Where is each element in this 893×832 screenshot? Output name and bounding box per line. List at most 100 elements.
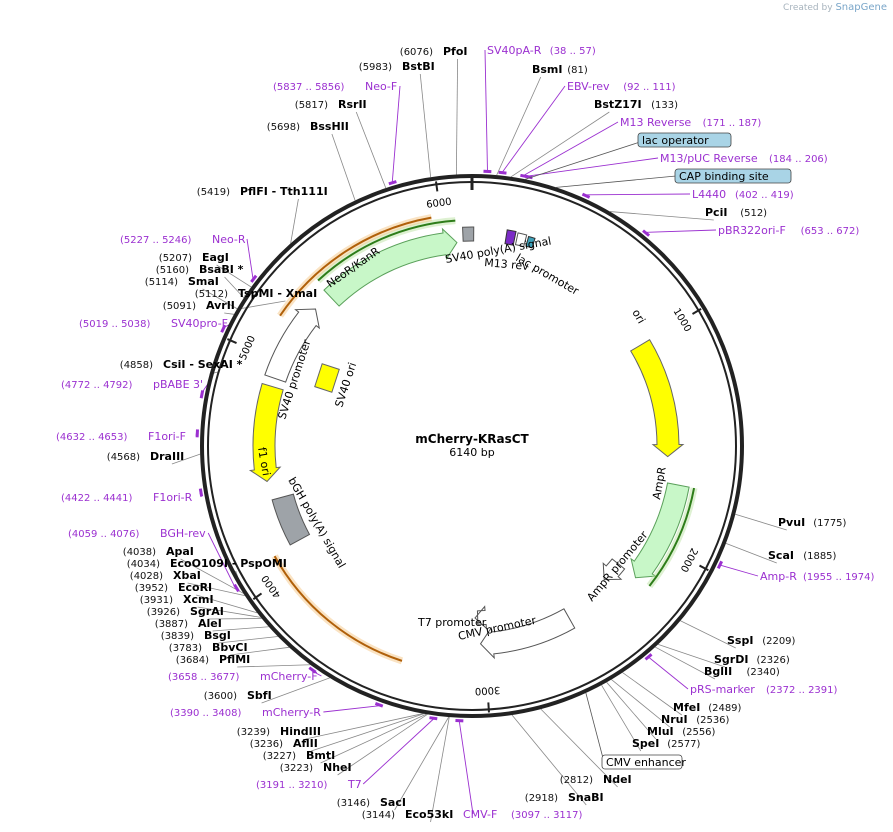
ampr-arrow	[630, 482, 690, 579]
box-leader-2	[585, 692, 605, 763]
tick-1000	[691, 307, 702, 315]
f1-ori-arrow	[248, 382, 284, 483]
primer-leader-neo-f	[391, 85, 401, 182]
site-coord: (3926)	[147, 607, 180, 618]
primer-mark-mcherry-r	[374, 702, 384, 708]
primer-label-t7: (3191 .. 3210)T7	[256, 778, 362, 791]
site-name: BstBI	[402, 60, 435, 73]
primer-range: (3658 .. 3677)	[168, 672, 240, 683]
ori-arrow	[630, 338, 685, 458]
site-coord: (2918)	[525, 793, 558, 804]
site-leader-bstbi	[419, 73, 432, 178]
site-label-pfoi: (6076)PfoI	[400, 45, 468, 58]
site-coord: (3227)	[263, 751, 296, 762]
site-leader-rsrii	[355, 111, 387, 189]
site-name: BsgI	[204, 629, 231, 642]
plasmid-length: 6140 bp	[449, 446, 494, 459]
site-coord: (5114)	[145, 277, 178, 288]
site-coord: (512)	[740, 208, 767, 219]
site-leader-xcmi	[197, 606, 261, 618]
primer-label-prs-marker: pRS-marker (2372 .. 2391)	[690, 683, 838, 696]
site-label-tspmi-xmai: (5112)TspMI - XmaI	[195, 287, 317, 300]
site-leader-bglii	[655, 646, 716, 680]
tick-6000	[435, 181, 439, 192]
site-name: SgrDI	[714, 653, 748, 666]
ampr-orf	[648, 487, 696, 587]
primer-label-f1ori-r: (4422 .. 4441)F1ori-R	[61, 491, 193, 504]
primer-leader-t7	[362, 718, 434, 785]
site-name: ApaI	[166, 545, 194, 558]
site-coord: (2536)	[696, 715, 729, 726]
site-coord: (81)	[567, 65, 588, 76]
feature-label-f1-ori: f1 ori	[255, 446, 273, 477]
cmv-promoter-arrow	[479, 608, 576, 660]
snapgene-logo-text: SnapGene	[835, 2, 887, 13]
mcherry-orf	[273, 555, 403, 662]
sv40-ori-box	[314, 363, 340, 393]
site-leader-pcii	[609, 211, 714, 221]
primer-range: (3097 .. 3117)	[511, 810, 583, 821]
primer-label-mcherry-r: (3390 .. 3408)mCherry-R	[170, 706, 321, 719]
primer-name: F1ori-F	[148, 430, 186, 443]
primer-range: (5019 .. 5038)	[79, 319, 151, 330]
site-coord: (3600)	[204, 691, 237, 702]
site-leader-bsgi	[218, 636, 278, 644]
site-coord: (5091)	[163, 301, 196, 312]
site-coord: (2812)	[560, 775, 593, 786]
primer-mark-bgh-rev	[233, 583, 240, 593]
tick-2000	[699, 564, 709, 572]
site-name: SgrAI	[190, 605, 224, 618]
box-leader-0	[525, 141, 641, 180]
feature-label-m13-rev: M13 rev	[484, 256, 530, 273]
primer-leader-cmv-f	[458, 721, 474, 815]
site-name: MluI	[647, 725, 674, 738]
tick-label-1000: 1000	[671, 307, 694, 334]
site-name: SbfI	[247, 689, 272, 702]
site-leader-bsshii	[331, 133, 356, 201]
primer-name: pBABE 3'	[153, 378, 203, 391]
site-name: CsiI - SexAI *	[163, 358, 243, 371]
site-label-csii-sexai: (4858) CsiI - SexAI *	[120, 358, 243, 371]
site-label-ecoo109i-pspomi: (4034)EcoO109I - PspOMI	[127, 557, 287, 570]
primer-range: (92 .. 111)	[623, 82, 675, 93]
primer-leader-prs-marker	[648, 657, 689, 690]
primer-range: (4632 .. 4653)	[56, 432, 128, 443]
primer-label-pbr322ori-f: pBR322ori-F(653 .. 672)	[718, 224, 859, 237]
site-name: AflII	[293, 737, 318, 750]
primer-range: (38 .. 57)	[550, 46, 596, 57]
site-leader-sgrai	[208, 618, 262, 620]
site-name: NheI	[323, 761, 352, 774]
sv40-promoter-arrow	[264, 308, 321, 383]
site-label-eco53ki: (3144)Eco53kI	[362, 808, 454, 821]
site-coord: (4858)	[120, 360, 153, 371]
primer-range: (402 .. 419)	[735, 190, 794, 201]
primer-label-neo-r: (5227 .. 5246)Neo-R	[120, 233, 246, 246]
primer-leader-l4440	[586, 193, 691, 196]
site-leader-ndei	[540, 708, 618, 788]
site-name: ScaI	[768, 549, 794, 562]
primer-range: (171 .. 187)	[703, 118, 762, 129]
bgh-polya-box	[271, 493, 311, 546]
primer-name: pRS-marker	[690, 683, 755, 696]
tick-label-4000: 4000	[260, 573, 284, 600]
site-label-avrii: (5091)AvrII	[163, 299, 235, 312]
site-leader-bstz17i	[510, 111, 610, 178]
primer-label-sv40pa-r: SV40pA-R(38 .. 57)	[487, 44, 596, 57]
site-name: PvuI	[778, 516, 805, 529]
site-name: EagI	[202, 251, 229, 264]
site-coord: (3887)	[155, 619, 188, 630]
site-coord: (5207)	[159, 253, 192, 264]
primer-range: (2372 .. 2391)	[766, 685, 838, 696]
site-name: SnaBI	[568, 791, 604, 804]
primer-range: (4422 .. 4441)	[61, 493, 133, 504]
site-leader-mlui	[606, 682, 657, 740]
site-leader-ecori	[196, 594, 258, 614]
site-coord: (3952)	[135, 583, 168, 594]
site-label-bglii: BglII(2340)	[704, 665, 780, 678]
primer-leader-ebv-rev	[502, 85, 566, 172]
primer-range: (184 .. 206)	[769, 154, 828, 165]
tick-label-6000: 6000	[426, 197, 453, 211]
site-leader-bbvci	[230, 646, 290, 656]
site-coord: (3146)	[337, 798, 370, 809]
primer-leader-neo-r	[246, 238, 254, 279]
